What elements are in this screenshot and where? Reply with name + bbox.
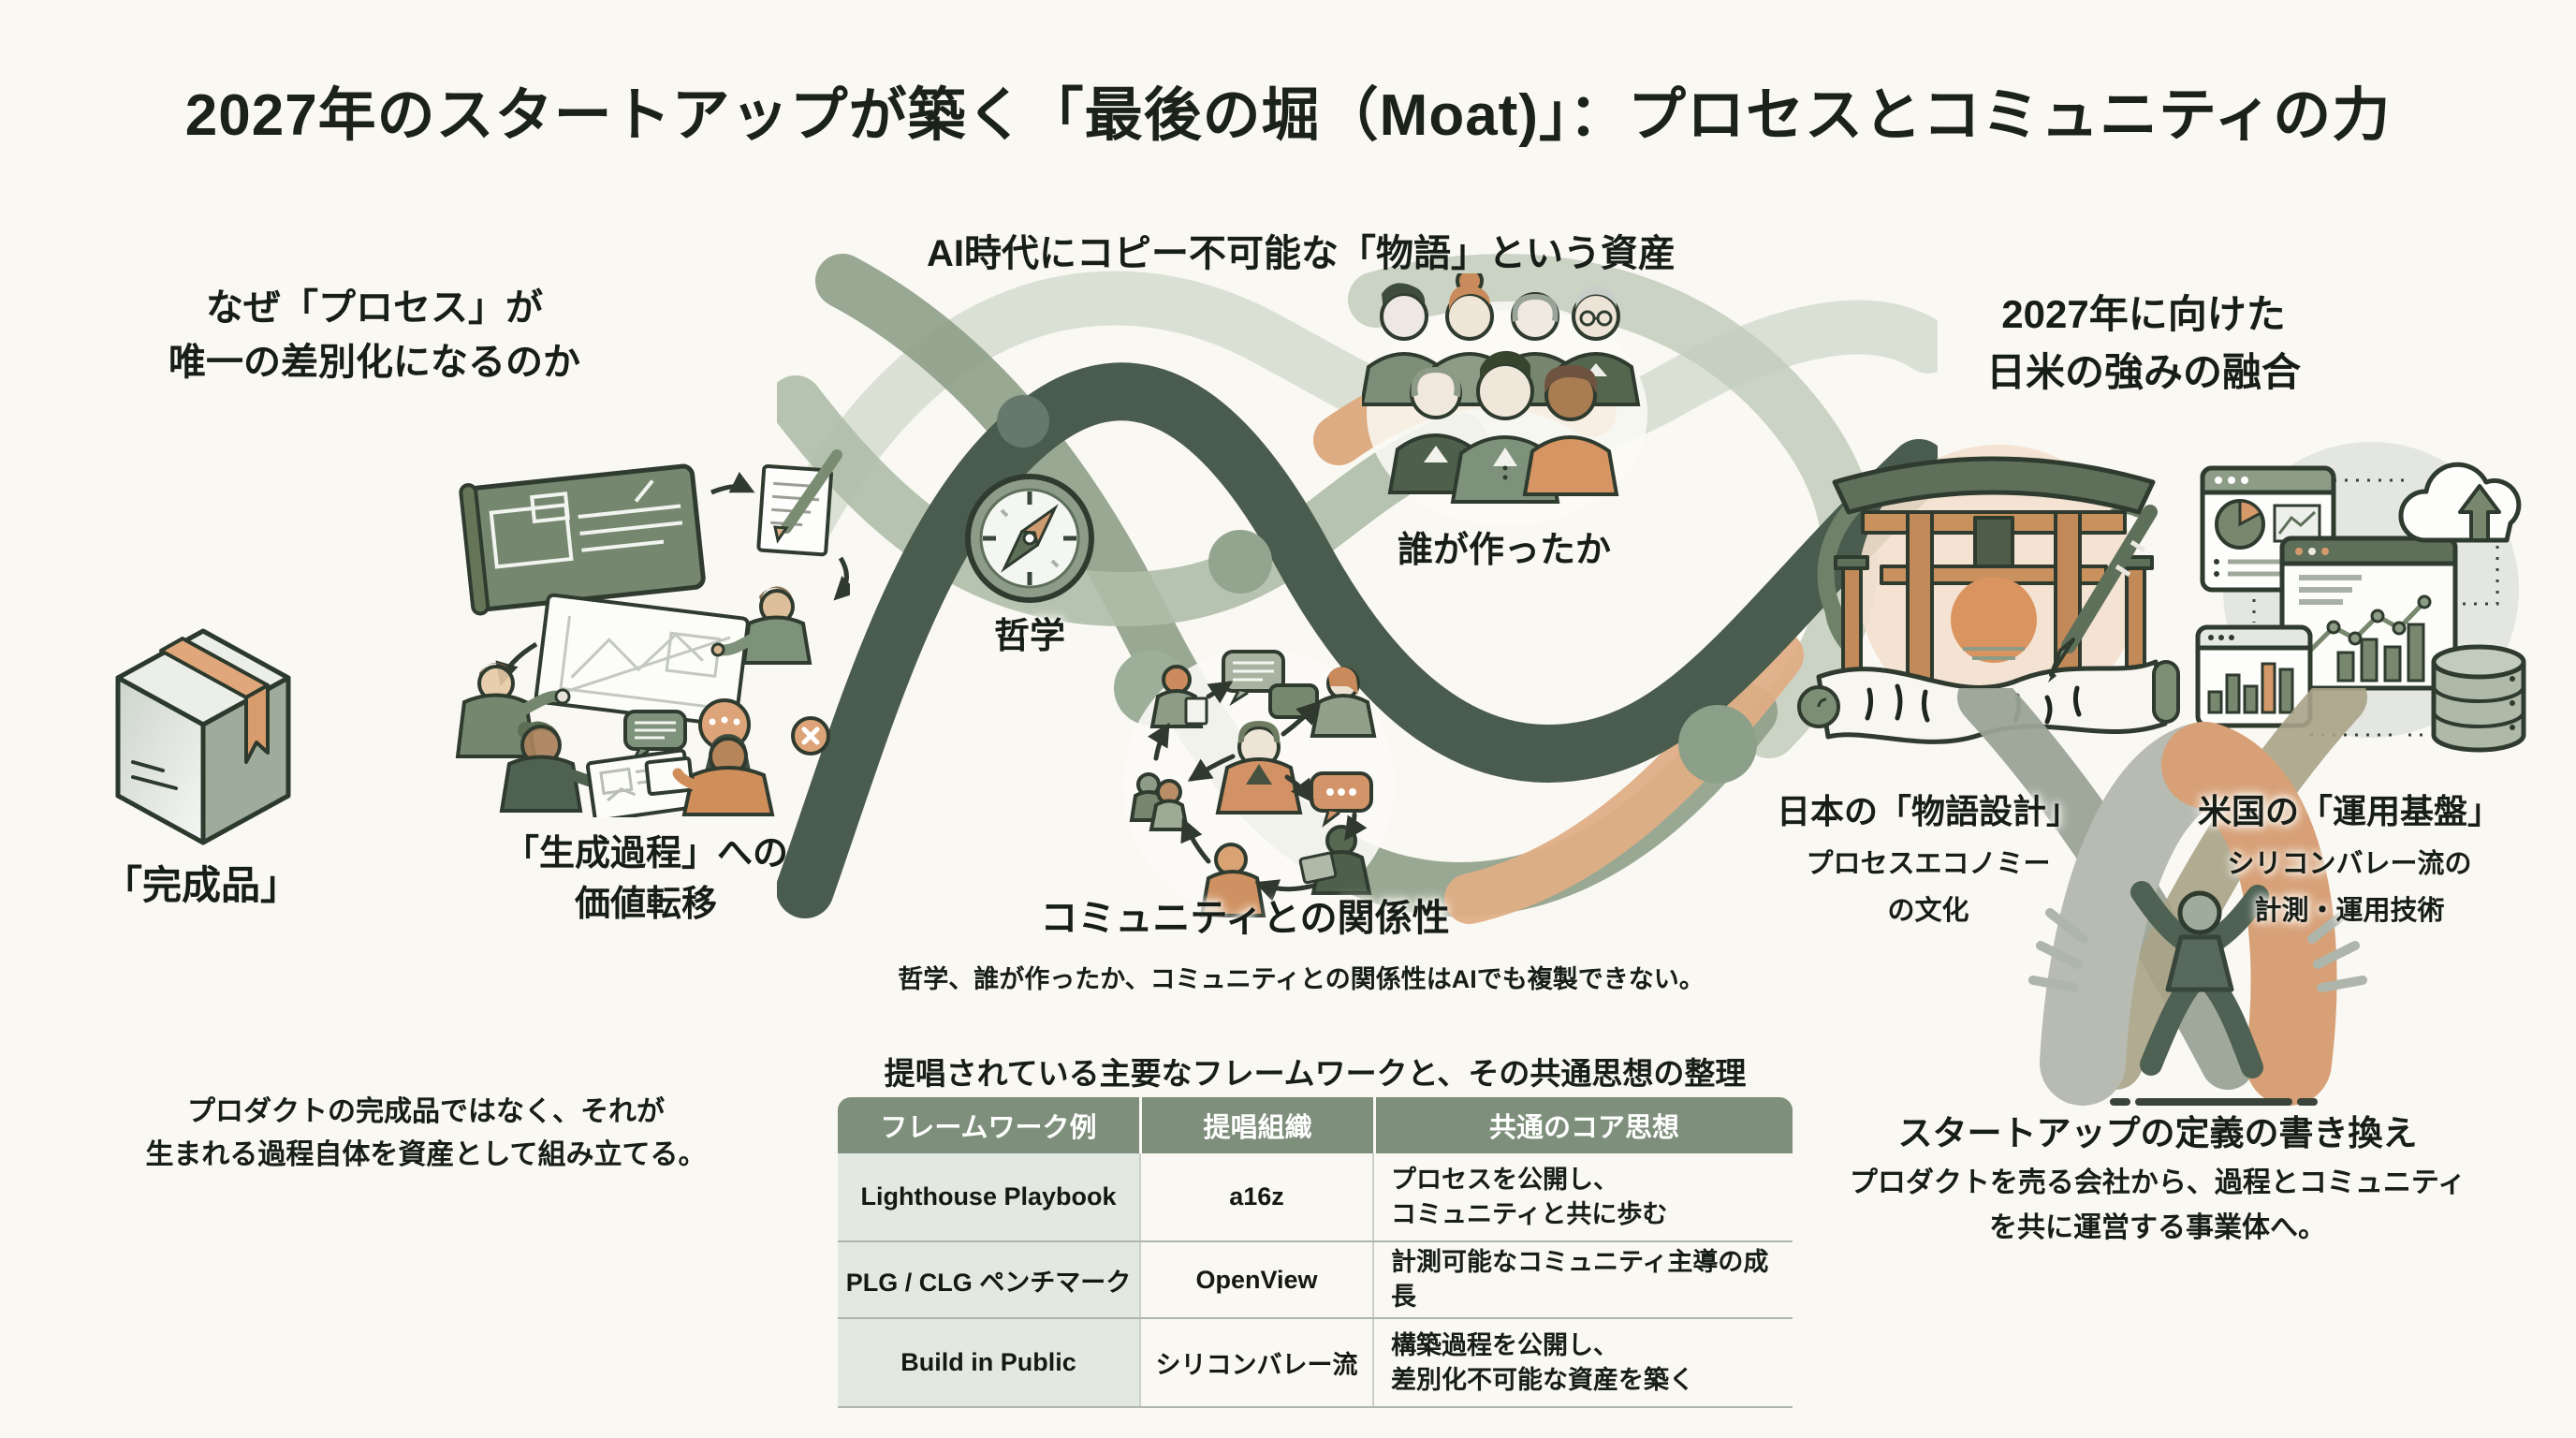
- cell-core-idea-line2: 差別化不可能な資産を築く: [1391, 1365, 1694, 1394]
- cell-core-idea: 構築過程を公開し、 差別化不可能な資産を築く: [1374, 1319, 1793, 1406]
- cell-core-idea: プロセスを公開し、 コミュニティと共に歩む: [1374, 1153, 1793, 1240]
- japan-sub: プロセスエコノミー の文化: [1741, 841, 2115, 934]
- cell-core-idea-line1: 計測可能なコミュニティ主導の成長: [1391, 1248, 1769, 1311]
- person-presenter-icon: [710, 586, 812, 665]
- member-laptop-icon: [1298, 825, 1372, 895]
- table-header-framework: フレームワーク例: [838, 1097, 1139, 1153]
- avatar: [1522, 365, 1619, 496]
- cell-org: a16z: [1139, 1153, 1374, 1240]
- table-row: Build in Public シリコンバレー流 構築過程を公開し、 差別化不可…: [838, 1319, 1793, 1408]
- people-group-icon: [1362, 273, 1647, 526]
- process-value-line1: 「生成過程」への: [503, 834, 788, 873]
- person-tablet-icon: [644, 734, 775, 816]
- table-header-core-idea: 共通のコア思想: [1376, 1097, 1793, 1153]
- japan-sub-line2: の文化: [1887, 896, 1969, 926]
- person-pointing-icon: [455, 662, 571, 758]
- creator-label: 誰が作ったか: [1397, 531, 1611, 570]
- excitement-lines: [2028, 908, 2367, 992]
- redefine-note: プロダクトを売る会社から、過程とコミュニティ を共に運営する事業体へ。: [1802, 1161, 2513, 1251]
- community-label: コミュニティとの関係性: [1040, 898, 1450, 939]
- process-value-label: 「生成過程」への 価値転移: [459, 829, 833, 930]
- analytics-dashboard-icon: [2195, 442, 2526, 753]
- speech-bubble-icon: [623, 710, 687, 765]
- cell-framework: PLG / CLG ペンチマーク: [838, 1242, 1139, 1317]
- cell-core-idea-line2: コミュニティと共に歩む: [1391, 1199, 1668, 1228]
- us-label: 米国の「運用基盤」: [2197, 792, 2501, 830]
- facilitator-icon: [1215, 721, 1303, 814]
- framework-table-title: 提唱されている主要なフレームワークと、その共通思想の整理: [884, 1056, 1747, 1091]
- table-row: Lighthouse Playbook a16z プロセスを公開し、 コミュニテ…: [838, 1153, 1793, 1242]
- community-network-icon: [1123, 649, 1395, 920]
- member-icon: [1149, 665, 1208, 728]
- page-title: 2027年のスタートアップが築く「最後の堀（Moat)」：プロセスとコミュニティ…: [184, 83, 2392, 148]
- left-note: プロダクトの完成品ではなく、それが 生まれる過程自体を資産として組み立てる。: [126, 1091, 725, 1177]
- table-header-org: 提唱組織: [1142, 1097, 1373, 1153]
- right-heading-line1: 2027年に向けた: [2001, 292, 2286, 336]
- japan-label: 日本の「物語設計」: [1776, 792, 2080, 830]
- process-value-line2: 価値転移: [574, 885, 717, 924]
- right-heading: 2027年に向けた 日米の強みの融合: [1863, 286, 2424, 402]
- redefine-note-line2: を共に運営する事業体へ。: [1989, 1212, 2326, 1243]
- cheering-figure-icon: [2130, 881, 2269, 1078]
- japan-sub-line1: プロセスエコノミー: [1806, 849, 2051, 879]
- left-heading-line2: 唯一の差別化になるのか: [168, 342, 580, 383]
- left-note-line2: 生まれる過程自体を資産として組み立てる。: [145, 1139, 707, 1170]
- redefine-label: スタートアップの定義の書き換え: [1897, 1114, 2418, 1152]
- cell-framework: Build in Public: [838, 1319, 1139, 1406]
- finished-product-label: 「完成品」: [102, 863, 300, 907]
- package-box-icon: [115, 628, 291, 845]
- philosophy-label: 哲学: [993, 617, 1065, 656]
- cell-org: シリコンバレー流: [1139, 1319, 1374, 1406]
- browser-window-icon: [2195, 624, 2313, 728]
- left-heading-line1: なぜ「プロセス」が: [206, 287, 543, 329]
- redefine-note-line1: プロダクトを売る会社から、過程とコミュニティ: [1849, 1167, 2466, 1198]
- brush-icon: [2048, 505, 2158, 682]
- left-note-line1: プロダクトの完成品ではなく、それが: [187, 1096, 665, 1127]
- member-icon: [1199, 843, 1266, 917]
- torii-scroll-icon: [1797, 445, 2180, 744]
- blueprint-sketch-icon: [455, 449, 850, 817]
- framework-table: フレームワーク例 提唱組織 共通のコア思想 Lighthouse Playboo…: [838, 1097, 1793, 1408]
- right-heading-line2: 日米の強みの融合: [1985, 350, 2301, 394]
- framework-table-header-row: フレームワーク例 提唱組織 共通のコア思想: [838, 1097, 1793, 1153]
- center-note: 哲学、誰が作ったか、コミュニティとの関係性はAIでも複製できない。: [898, 965, 1705, 993]
- compass-icon: [965, 474, 1094, 603]
- cell-framework: Lighthouse Playbook: [838, 1153, 1139, 1240]
- cell-core-idea: 計測可能なコミュニティ主導の成長: [1374, 1242, 1793, 1317]
- member-icon: [1310, 667, 1377, 738]
- speech-bubble-x-icon: [791, 716, 830, 756]
- us-sub-line1: シリコンバレー流の: [2227, 849, 2472, 879]
- cell-org: OpenView: [1139, 1242, 1374, 1317]
- us-sub: シリコンバレー流の 計測・運用技術: [2162, 841, 2537, 934]
- cell-core-idea-line1: 構築過程を公開し、: [1391, 1330, 1618, 1359]
- subtitle: AI時代にコピー不可能な「物語」という資産: [927, 233, 1676, 274]
- left-heading: なぜ「プロセス」が 唯一の差別化になるのか: [112, 281, 637, 389]
- cross-ribbon-graphic: [1957, 688, 2367, 1106]
- person-reviewing-icon: [499, 721, 601, 813]
- browser-window-icon: [2279, 536, 2458, 691]
- table-row: PLG / CLG ペンチマーク OpenView 計測可能なコミュニティ主導の…: [838, 1242, 1793, 1319]
- cell-core-idea-line1: プロセスを公開し、: [1391, 1165, 1618, 1194]
- cloud-upload-icon: [2398, 462, 2522, 543]
- database-icon: [2431, 644, 2526, 753]
- us-sub-line2: 計測・運用技術: [2254, 896, 2445, 926]
